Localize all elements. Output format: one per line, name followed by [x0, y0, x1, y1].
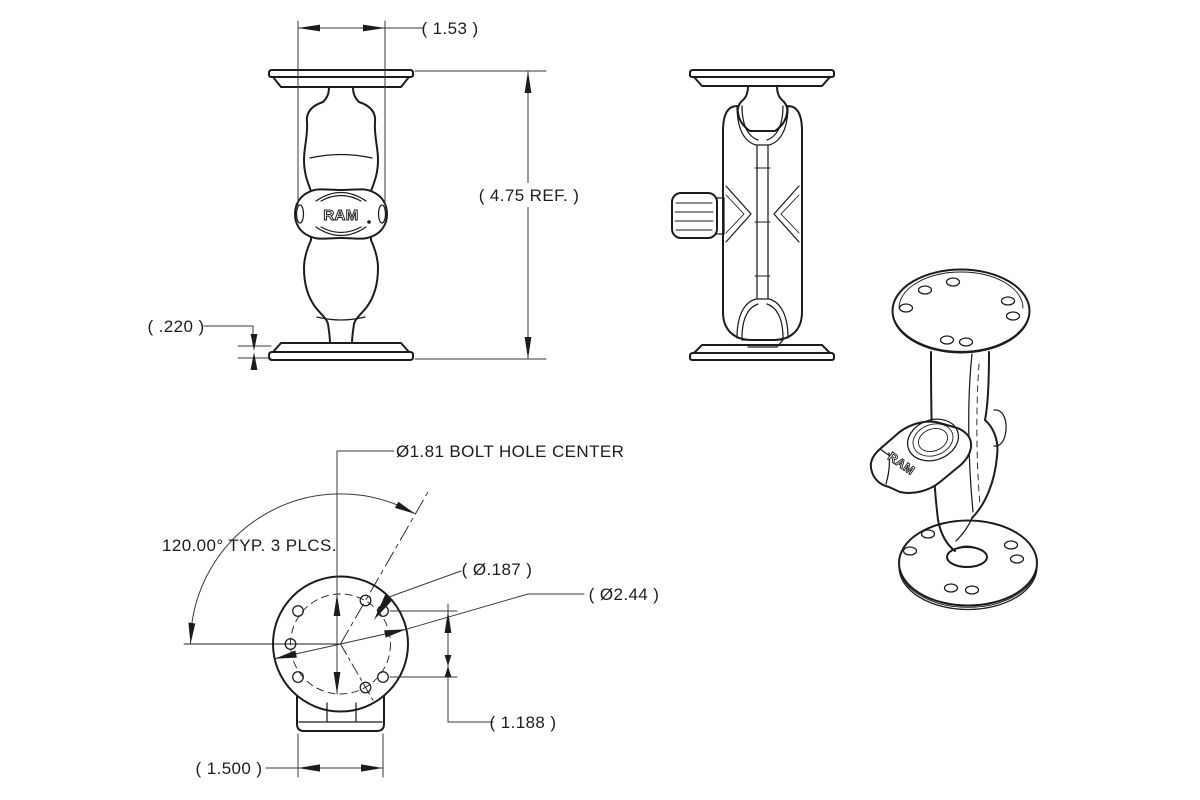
dimension-arm-width: ( 1.53 ) — [297, 19, 478, 207]
hole-angle-label: 120.00° TYP. 3 PLCS. — [162, 536, 337, 555]
front-knob-logo: RAM — [323, 207, 358, 224]
arm-width-label: ( 1.53 ) — [421, 19, 478, 38]
front-knob-right-tip — [377, 204, 387, 224]
side-cup-top-outer — [736, 105, 789, 146]
side-wedges — [725, 185, 800, 243]
bolt-circle-label: Ø1.81 BOLT HOLE CENTER — [396, 442, 624, 461]
front-knob: RAM — [294, 188, 388, 240]
dimension-plate-thickness: ( .220 ) — [147, 317, 272, 370]
front-bottom-plate — [268, 342, 414, 361]
hole-spacing-horizontal-label: ( 1.500 ) — [196, 759, 263, 778]
front-knob-outline — [294, 188, 388, 240]
isometric-view: RAM — [869, 268, 1038, 611]
dimensions: ( 1.53 ) ( 4.75 REF. ) ( .220 ) Ø1.81 BO… — [147, 19, 660, 778]
dimension-bolt-circle: Ø1.81 BOLT HOLE CENTER — [333, 442, 624, 695]
dimension-hole-spacing-vertical: ( 1.188 ) — [389, 603, 557, 732]
bolt-holes — [284, 594, 389, 694]
front-view: RAM — [268, 69, 414, 361]
dimension-hole-diameter: ( Ø.187 ) — [374, 560, 532, 620]
bottom-square-base — [296, 687, 385, 732]
side-center-slot — [754, 145, 771, 299]
front-top-plate — [268, 69, 414, 88]
plate-diameter-label: ( Ø2.44 ) — [589, 585, 660, 604]
dimension-plate-diameter: ( Ø2.44 ) — [274, 585, 660, 660]
front-arm-seam-bottom — [316, 316, 366, 321]
plate-thickness-label: ( .220 ) — [147, 317, 204, 336]
iso-top-disc — [891, 268, 1031, 354]
side-top-plate — [689, 69, 835, 87]
side-arm-body — [722, 105, 803, 341]
bottom-square-detail — [298, 702, 383, 723]
front-arm-seam-top — [309, 153, 373, 159]
side-bottom-stem — [741, 339, 784, 348]
iso-bottom-stud — [946, 545, 988, 568]
dimension-hole-spacing-horizontal: ( 1.500 ) — [196, 733, 384, 778]
side-cup-top-inner — [741, 105, 784, 141]
iso-arm — [930, 351, 1007, 552]
front-arm-body — [303, 86, 379, 344]
side-bottom-plate — [689, 344, 835, 361]
dimension-hole-angle: 120.00° TYP. 3 PLCS. — [162, 493, 416, 645]
side-knob — [671, 192, 725, 239]
overall-height-label: ( 4.75 REF. ) — [479, 186, 580, 205]
iso-knob: RAM — [869, 418, 973, 494]
side-cup-bottom-inner — [741, 303, 784, 339]
iso-knob-outline — [869, 420, 973, 494]
hole-spacing-vertical-label: ( 1.188 ) — [490, 713, 557, 732]
dimension-overall-height: ( 4.75 REF. ) — [414, 70, 581, 360]
front-knob-left-tip — [295, 204, 305, 224]
side-top-ball — [736, 85, 789, 132]
side-cup-bottom-outer — [736, 298, 789, 339]
hole-diameter-label: ( Ø.187 ) — [462, 560, 533, 579]
front-knob-trademark-dot — [367, 220, 371, 224]
side-view — [671, 69, 835, 361]
